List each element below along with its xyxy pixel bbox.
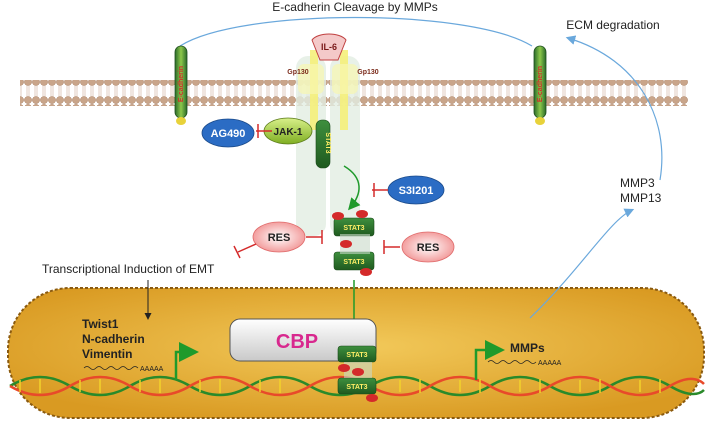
phosphate-icon <box>352 368 364 376</box>
phosphate-icon <box>360 268 372 276</box>
e-cadherin-right-label: E-cadherin <box>537 66 544 102</box>
res-left-inhibit-emt <box>233 243 257 259</box>
s3i201-inhibitor: S3I201 <box>387 175 445 205</box>
res-right: RES <box>401 231 455 263</box>
gene-twist1: Twist1 <box>82 317 119 331</box>
cleavage-arc <box>179 16 533 47</box>
il6-label: IL-6 <box>321 42 337 52</box>
res-left-label: RES <box>268 232 291 244</box>
mrna-right <box>487 360 537 364</box>
res-right-label: RES <box>417 242 440 254</box>
transcription-label: Transcriptional Induction of EMT <box>42 262 215 276</box>
ag490-inhibit-line <box>256 124 272 138</box>
stat3-receptor-label: STAT3 <box>324 132 331 153</box>
ag490-inhibitor: AG490 <box>201 118 255 148</box>
res-left-inhibit-dimer <box>306 230 323 244</box>
mmp13-label: MMP13 <box>620 191 662 205</box>
stat3-activation-arrow <box>343 165 361 211</box>
gp130-right-label: Gp130 <box>357 69 379 76</box>
mmp13-to-ecm-arrow <box>565 35 663 181</box>
phosphate-icon <box>338 364 350 372</box>
stat3-nuc-top-label: STAT3 <box>346 352 367 359</box>
promoter-arrow-right <box>474 340 505 380</box>
s3i201-inhibit-line <box>372 183 388 197</box>
e-cadherin-left-label: E-cadherin <box>178 66 185 102</box>
e-cadherin-right: E-cadherin <box>533 45 547 125</box>
stat3-dimer-bottom-label: STAT3 <box>343 259 364 266</box>
res-left: RES <box>252 221 306 253</box>
e-cadherin-left: E-cadherin <box>174 45 188 125</box>
stat3-dimer: STAT3 STAT3 <box>332 210 375 276</box>
stat3-nuc-bottom-label: STAT3 <box>346 384 367 391</box>
phosphate-icon <box>366 394 378 402</box>
phosphate-icon <box>340 240 352 248</box>
polya-right: AAAAA <box>538 360 562 367</box>
stat3-dimer-top-label: STAT3 <box>343 225 364 232</box>
ecm-label: ECM degradation <box>566 18 659 32</box>
mmp-to-ecm-arrow <box>529 208 635 319</box>
jak1-label: JAK-1 <box>274 127 303 138</box>
mmp3-label: MMP3 <box>620 176 655 190</box>
gene-mmps: MMPs <box>510 341 545 355</box>
gp130-left-label: Gp130 <box>287 69 309 76</box>
cbp-label: CBP <box>276 331 318 353</box>
stat3-dimer-nucleus: STAT3 STAT3 <box>337 345 378 402</box>
ag490-label: AG490 <box>211 128 246 140</box>
gene-n-cadherin: N-cadherin <box>82 332 145 346</box>
il6-ligand: IL-6 <box>311 33 347 61</box>
gp130-receptor: Gp130 Gp130 <box>287 50 379 236</box>
phosphate-icon <box>356 210 368 218</box>
stat3-receptor: STAT3 <box>315 119 331 169</box>
phosphate-icon <box>332 212 344 220</box>
promoter-arrow-left <box>174 342 199 380</box>
mrna-left <box>83 366 139 370</box>
res-right-inhibit-line <box>383 240 400 254</box>
cleavage-label: E-cadherin Cleavage by MMPs <box>272 0 437 14</box>
s3i201-label: S3I201 <box>399 185 434 197</box>
gene-vimentin: Vimentin <box>82 347 132 361</box>
polya-left: AAAAA <box>140 366 164 373</box>
